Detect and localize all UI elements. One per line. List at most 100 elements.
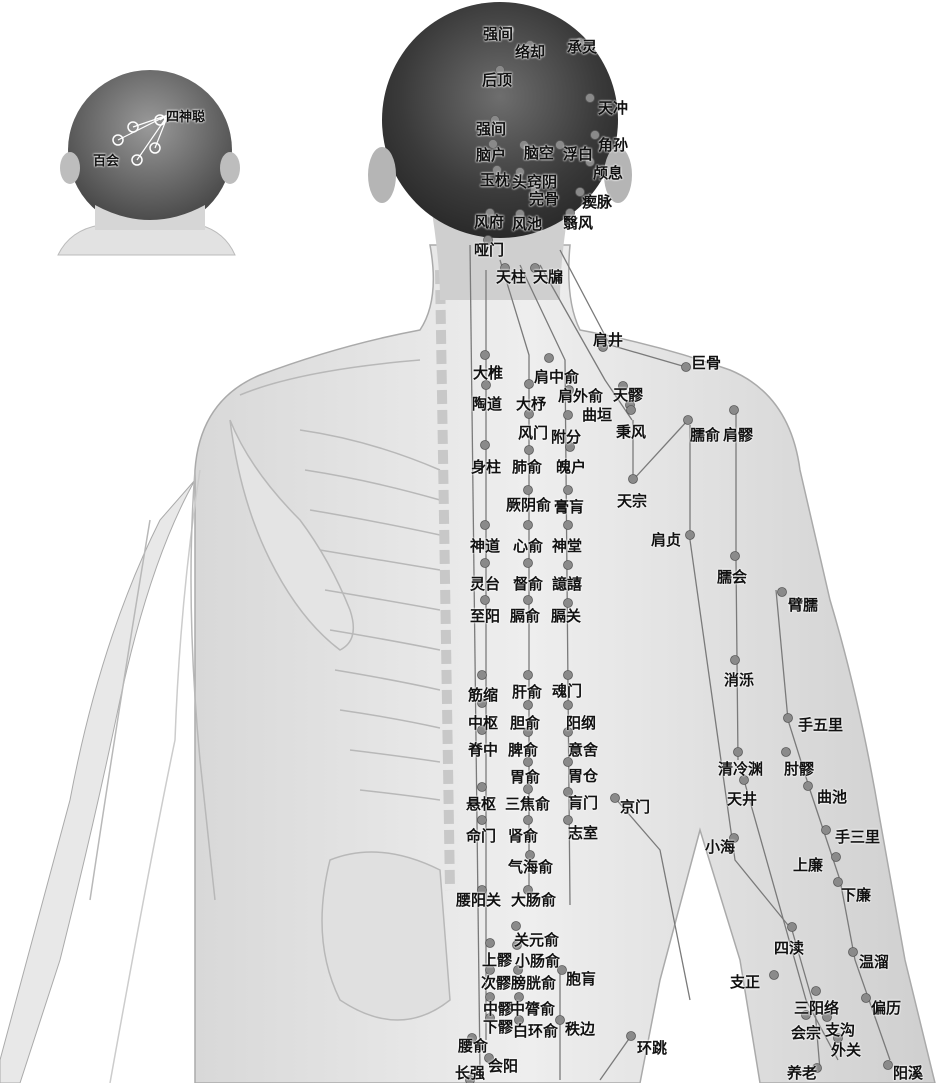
acupoint-label-jueyinshu: 厥阴俞: [506, 498, 551, 513]
acupoint-label-tianliao: 天髎: [613, 388, 643, 403]
acupoint-dot-ganshu: [524, 671, 533, 680]
acupoint-dot-shenzhu: [481, 441, 490, 450]
acupoint-dot-shanglian: [832, 853, 841, 862]
acupoint-dot-fufen: [564, 411, 573, 420]
acupoint-dot-shenshu: [524, 816, 533, 825]
acupoint-label-weishu: 胃俞: [510, 770, 540, 785]
acupoint-label-jugu: 巨骨: [691, 356, 721, 371]
acupoint-label-jinsuo: 筋缩: [468, 688, 498, 703]
acupoint-label-dushu: 督俞: [513, 577, 543, 592]
acupoint-label-yaoyangguan: 腰阳关: [456, 893, 501, 908]
acupoint-label-dazhu: 大杼: [516, 397, 546, 412]
acupoint-label-jianliao: 肩髎: [723, 428, 753, 443]
acupoint-label-bingfeng: 秉风: [616, 425, 646, 440]
acupoint-label-jizhong: 脊中: [468, 743, 498, 758]
acupoint-dot-jingmen: [611, 794, 620, 803]
acupoint-label-zhongshu: 中枢: [468, 716, 498, 731]
acupoint-label-zhishi: 志室: [568, 826, 598, 841]
acupoint-label-wenliu: 温溜: [859, 955, 889, 970]
acupoint-dot-yixi: [564, 561, 573, 570]
acupoint-label-xinshu: 心俞: [513, 539, 543, 554]
acupoint-label-jingmen: 京门: [620, 800, 650, 815]
acupoint-label-xialian: 下廉: [841, 888, 871, 903]
acupoint-label-shanglian: 上廉: [793, 858, 823, 873]
acupoint-label-gaohuang: 膏肓: [554, 500, 584, 515]
acupoint-dot-yangxi: [884, 1061, 893, 1070]
inset-label: 百会: [93, 155, 119, 168]
acupoint-label-yuzhen: 玉枕: [480, 173, 510, 188]
acupoint-label-shenshu: 肾俞: [508, 829, 538, 844]
acupoint-label-pangguangshu: 膀胱俞: [511, 976, 556, 991]
acupoint-label-tianjing: 天井: [727, 792, 757, 807]
acupoint-dot-tianchong: [586, 94, 595, 103]
acupoint-label-feishu: 肺俞: [512, 460, 542, 475]
acupoint-label-houding: 后顶: [482, 73, 512, 88]
acupoint-label-xiaohai: 小海: [705, 840, 735, 855]
acupoint-dot-qinglengyuan: [734, 748, 743, 757]
acupoint-label-dachangshu: 大肠俞: [511, 893, 556, 908]
acupoint-label-danshu: 胆俞: [510, 716, 540, 731]
acupoint-dot-pianli: [862, 994, 871, 1003]
acupoint-label-fengfu: 风府: [474, 215, 504, 230]
acupoint-dot-wenliu: [849, 948, 858, 957]
acupoint-label-pianli: 偏历: [871, 1001, 901, 1016]
acupoint-dot-shendao: [481, 521, 490, 530]
acupoint-label-naokong: 脑空: [524, 146, 554, 161]
acupoint-label-huizong: 会宗: [791, 1026, 821, 1041]
acupoint-label-linatai: 灵台: [470, 577, 500, 592]
acupoint-label-zhibian: 秩边: [565, 1022, 595, 1037]
acupoint-label-mingmen: 命门: [466, 829, 496, 844]
acupoint-label-xialiao: 下髎: [483, 1020, 513, 1035]
acupoint-label-xiaoluo: 消泺: [724, 673, 754, 688]
inset-label: 四神聪: [166, 111, 205, 124]
acupoint-label-taodao: 陶道: [472, 397, 502, 412]
acupoint-label-zhigou: 支沟: [825, 1023, 855, 1038]
acupoint-label-wangu: 完骨: [529, 192, 559, 207]
acupoint-label-fufen: 附分: [551, 430, 581, 445]
acupoint-dot-tianzong: [629, 475, 638, 484]
acupoint-dot-dushu: [524, 559, 533, 568]
acupoint-dot-zhiyang: [481, 596, 490, 605]
acupoint-label-shenzhu: 身柱: [471, 460, 501, 475]
acupoint-dot-yanggang: [564, 701, 573, 710]
acupoint-label-zhiyang: 至阳: [470, 609, 500, 624]
acupoint-dot-sidu: [788, 923, 797, 932]
acupoint-label-shouwuli: 手五里: [798, 718, 843, 733]
acupoint-label-fengmen: 风门: [518, 426, 548, 441]
acupoint-label-zhizheng: 支正: [730, 975, 760, 990]
acupoint-label-xiaochangshu: 小肠俞: [515, 954, 560, 969]
acupoint-dot-hunmen: [564, 671, 573, 680]
acupoint-label-fengchi: 风池: [512, 217, 542, 232]
acupoint-label-baihuanshu: 白环俞: [513, 1024, 558, 1039]
acupoint-label-yishe: 意舍: [568, 743, 598, 758]
acupoint-dot-danshu: [524, 701, 533, 710]
acupoint-dot-jueyinshu: [524, 486, 533, 495]
acupoint-dot-mingmen: [478, 816, 487, 825]
acupoint-dot-shentang: [564, 521, 573, 530]
acupoint-label-naohui: 臑会: [717, 570, 747, 585]
acupoint-dot-jianzhongshu: [545, 354, 554, 363]
acupoint-label-yifeng: 翳风: [563, 216, 593, 231]
acupoint-label-naohu: 脑户: [476, 148, 506, 163]
acupoint-label-naoshu: 臑俞: [690, 428, 720, 443]
acupoint-label-yangxi: 阳溪: [893, 1066, 923, 1081]
acupoint-dot-dazhu: [525, 380, 534, 389]
acupoint-dot-naohui: [731, 552, 740, 561]
acupoint-label-sanyangluo: 三阳络: [794, 1001, 839, 1016]
acupoint-label-changqiang: 长强: [455, 1066, 485, 1081]
acupoint-label-pishu: 脾俞: [508, 743, 538, 758]
acupoint-dot-jianliao: [730, 406, 739, 415]
acupoint-label-zhouliao: 肘髎: [784, 762, 814, 777]
acupoint-label-quyuan: 曲垣: [582, 408, 612, 423]
acupoint-dot-gaohuang: [564, 486, 573, 495]
acupoint-dot-quchi: [804, 782, 813, 791]
acupoint-label-yanggang: 阳纲: [566, 716, 596, 731]
acupoint-label-touqiaoyin: 头窍阴: [512, 175, 557, 190]
acupoint-label-yamen: 哑门: [474, 243, 504, 258]
acupoint-label-chimai: 瘈脉: [582, 195, 612, 210]
acupoint-label-jianzhen: 肩贞: [651, 533, 681, 548]
acupoint-label-luxi: 颅息: [593, 166, 623, 181]
acupoint-label-shendao: 神道: [470, 539, 500, 554]
acupoint-label-shentang: 神堂: [552, 539, 582, 554]
